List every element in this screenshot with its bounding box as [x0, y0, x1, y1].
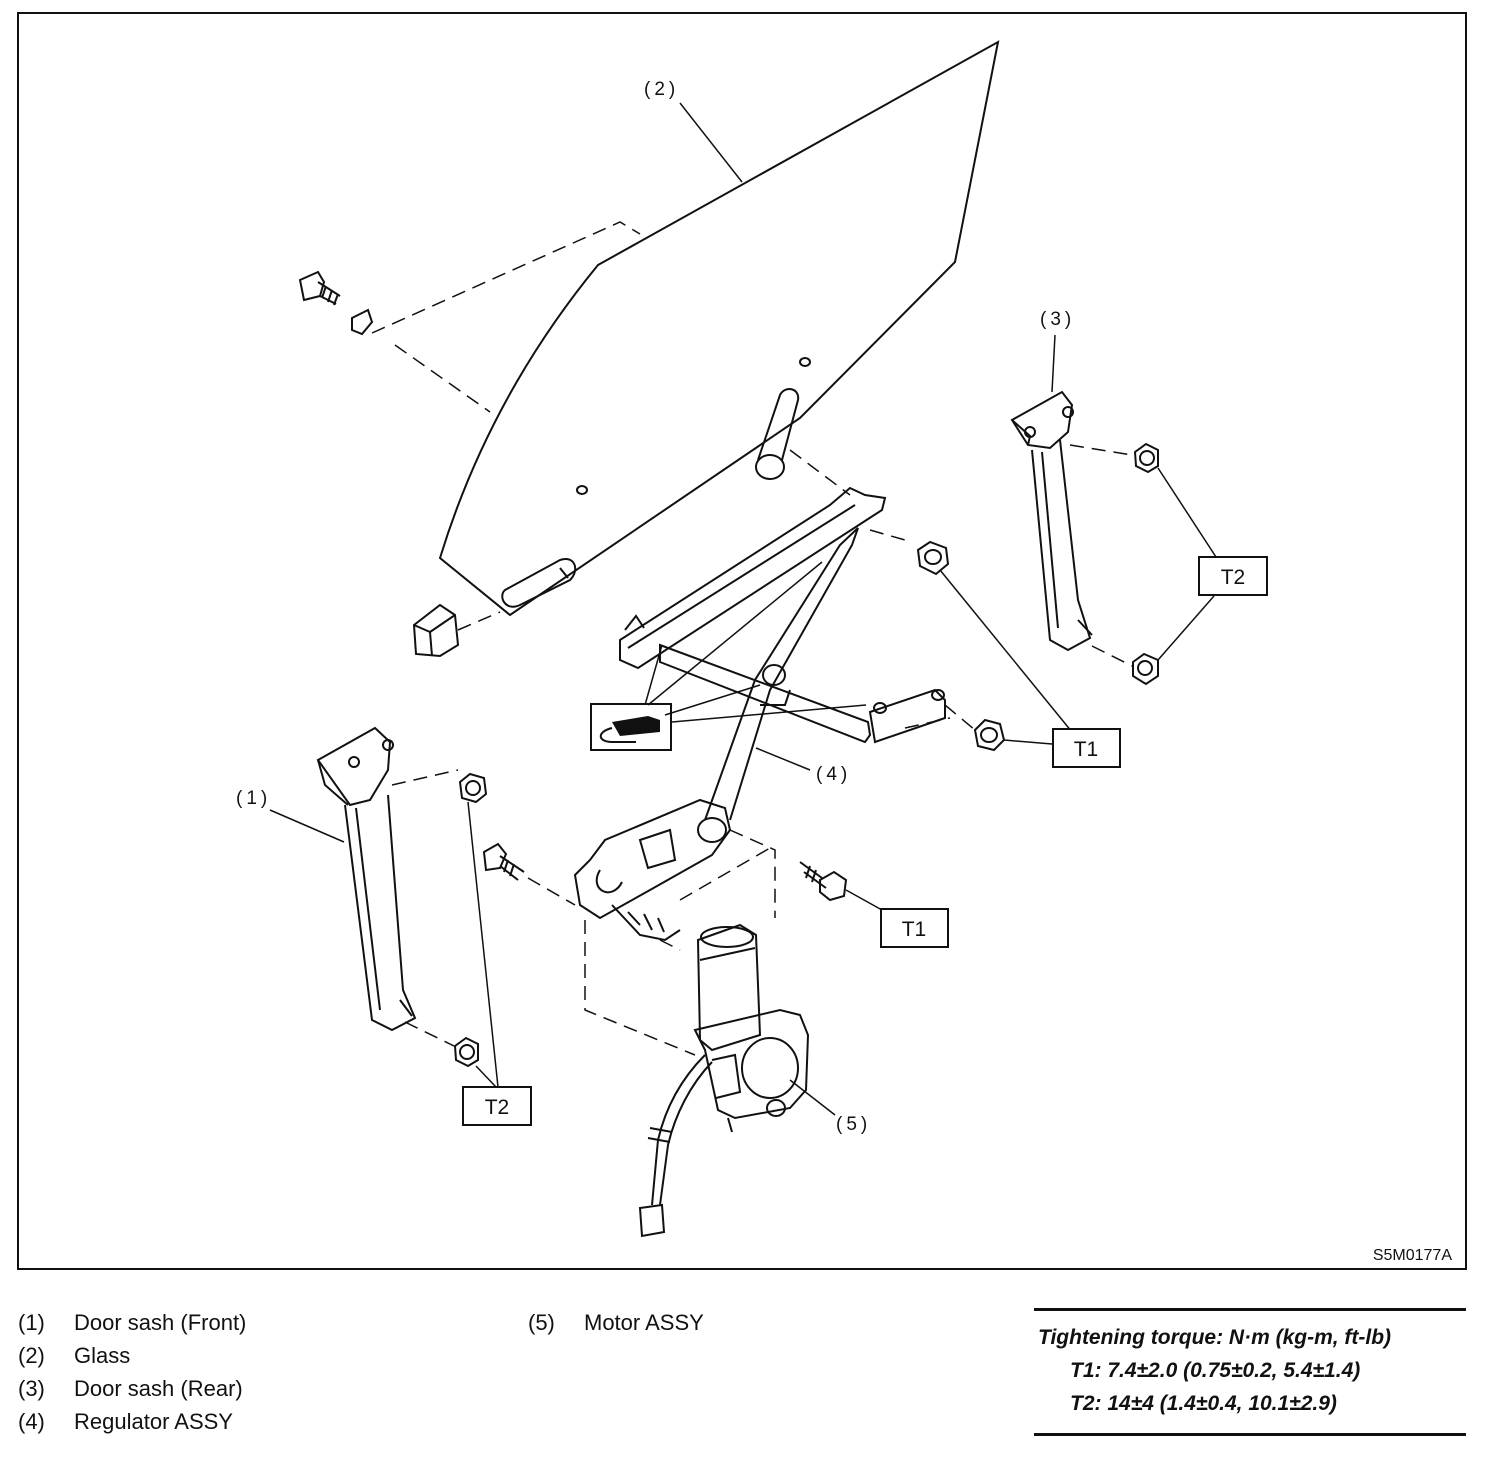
torque-key: T1:: [1070, 1359, 1102, 1382]
torque-value: 14±4 (1.4±0.4, 10.1±2.9): [1107, 1392, 1337, 1415]
torque-row-t1: T1: 7.4±2.0 (0.75±0.2, 5.4±1.4): [1034, 1354, 1466, 1387]
svg-text:T1: T1: [902, 918, 927, 941]
rear-sash-nut-upper: [1133, 442, 1159, 474]
legend-item: (3) Door sash (Rear): [18, 1372, 246, 1405]
callout-4: (4): [816, 764, 851, 785]
rear-sash-nut-lower: [1132, 652, 1159, 686]
glass: [412, 40, 1000, 658]
torque-box-t1-motor: T1: [880, 908, 949, 948]
legend-right: (5) Motor ASSY: [528, 1306, 704, 1339]
legend-item: (2) Glass: [18, 1339, 246, 1372]
legend-num: (1): [18, 1310, 45, 1335]
regulator-assy: [573, 486, 946, 942]
motor-assy: [638, 923, 810, 1238]
legend-label: Door sash (Front): [74, 1310, 247, 1335]
svg-text:T1: T1: [1074, 738, 1099, 761]
torque-key: T2:: [1070, 1392, 1102, 1415]
legend-item: (5) Motor ASSY: [528, 1306, 704, 1339]
torque-box-t1-rear: T1: [1052, 728, 1121, 768]
torque-box-t2-glass: T2: [1198, 556, 1268, 596]
legend-left: (1) Door sash (Front) (2) Glass (3) Door…: [18, 1306, 246, 1438]
torque-spec-panel: Tightening torque: N·m (kg-m, ft-lb) T1:…: [1034, 1308, 1466, 1436]
front-sash-nut-lower: [453, 1036, 479, 1068]
torque-box-t2-front: T2: [462, 1086, 532, 1126]
callout-3: (3): [1040, 309, 1075, 330]
torque-row-t2: T2: 14±4 (1.4±0.4, 10.1±2.9): [1034, 1387, 1466, 1420]
callout-1: (1): [236, 788, 271, 809]
exploded-diagram: (2) (4): [17, 12, 1467, 1270]
legend-num: (3): [18, 1376, 45, 1401]
legend-num: (5): [528, 1310, 555, 1335]
legend-num: (2): [18, 1343, 45, 1368]
figure-id: S5M0177A: [1373, 1247, 1452, 1264]
legend-label: Regulator ASSY: [74, 1409, 233, 1434]
legend-num: (4): [18, 1409, 45, 1434]
svg-text:T2: T2: [485, 1096, 510, 1119]
diagram-border: [17, 12, 1467, 1270]
motor-bolt: [799, 861, 848, 902]
legend-item: (1) Door sash (Front): [18, 1306, 246, 1339]
legend-label: Door sash (Rear): [74, 1376, 243, 1401]
svg-text:T2: T2: [1221, 566, 1246, 589]
grease-icon: [590, 703, 672, 751]
callout-2: (2): [644, 79, 679, 100]
regulator-nut-lower: [973, 718, 1006, 752]
regulator-bolt-left: [482, 842, 525, 881]
glass-bolt: [298, 270, 374, 336]
torque-title: Tightening torque: N·m (kg-m, ft-lb): [1038, 1326, 1392, 1349]
door-sash-front: [316, 726, 417, 1032]
torque-value: 7.4±2.0 (0.75±0.2, 5.4±1.4): [1107, 1359, 1361, 1382]
legend-label: Glass: [74, 1343, 131, 1368]
callout-5: (5): [836, 1114, 871, 1135]
front-sash-nut-upper: [458, 772, 488, 804]
door-sash-rear: [1010, 390, 1093, 652]
legend-item: (4) Regulator ASSY: [18, 1405, 246, 1438]
legend-label: Motor ASSY: [584, 1310, 704, 1335]
regulator-nut-upper: [916, 540, 950, 576]
